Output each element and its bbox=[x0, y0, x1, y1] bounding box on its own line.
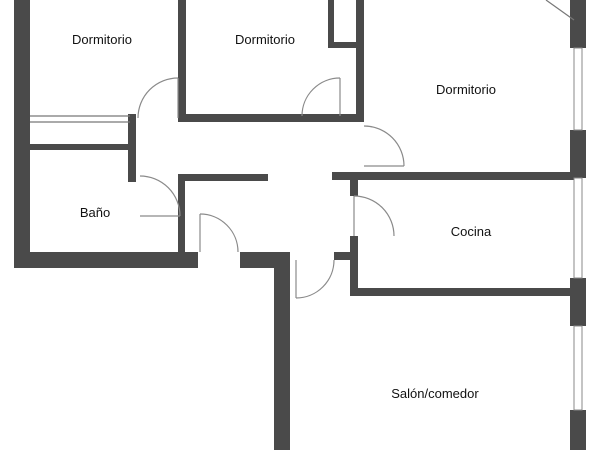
room-label-bano: Baño bbox=[80, 205, 110, 220]
room-label-dormitorio-3: Dormitorio bbox=[436, 82, 496, 97]
room-label-dormitorio-2: Dormitorio bbox=[235, 32, 295, 47]
room-label-cocina: Cocina bbox=[451, 224, 492, 239]
doors bbox=[137, 77, 405, 299]
room-label-salon: Salón/comedor bbox=[391, 386, 479, 401]
walls bbox=[14, 0, 586, 450]
room-label-dormitorio-1: Dormitorio bbox=[72, 32, 132, 47]
windows bbox=[30, 0, 583, 411]
